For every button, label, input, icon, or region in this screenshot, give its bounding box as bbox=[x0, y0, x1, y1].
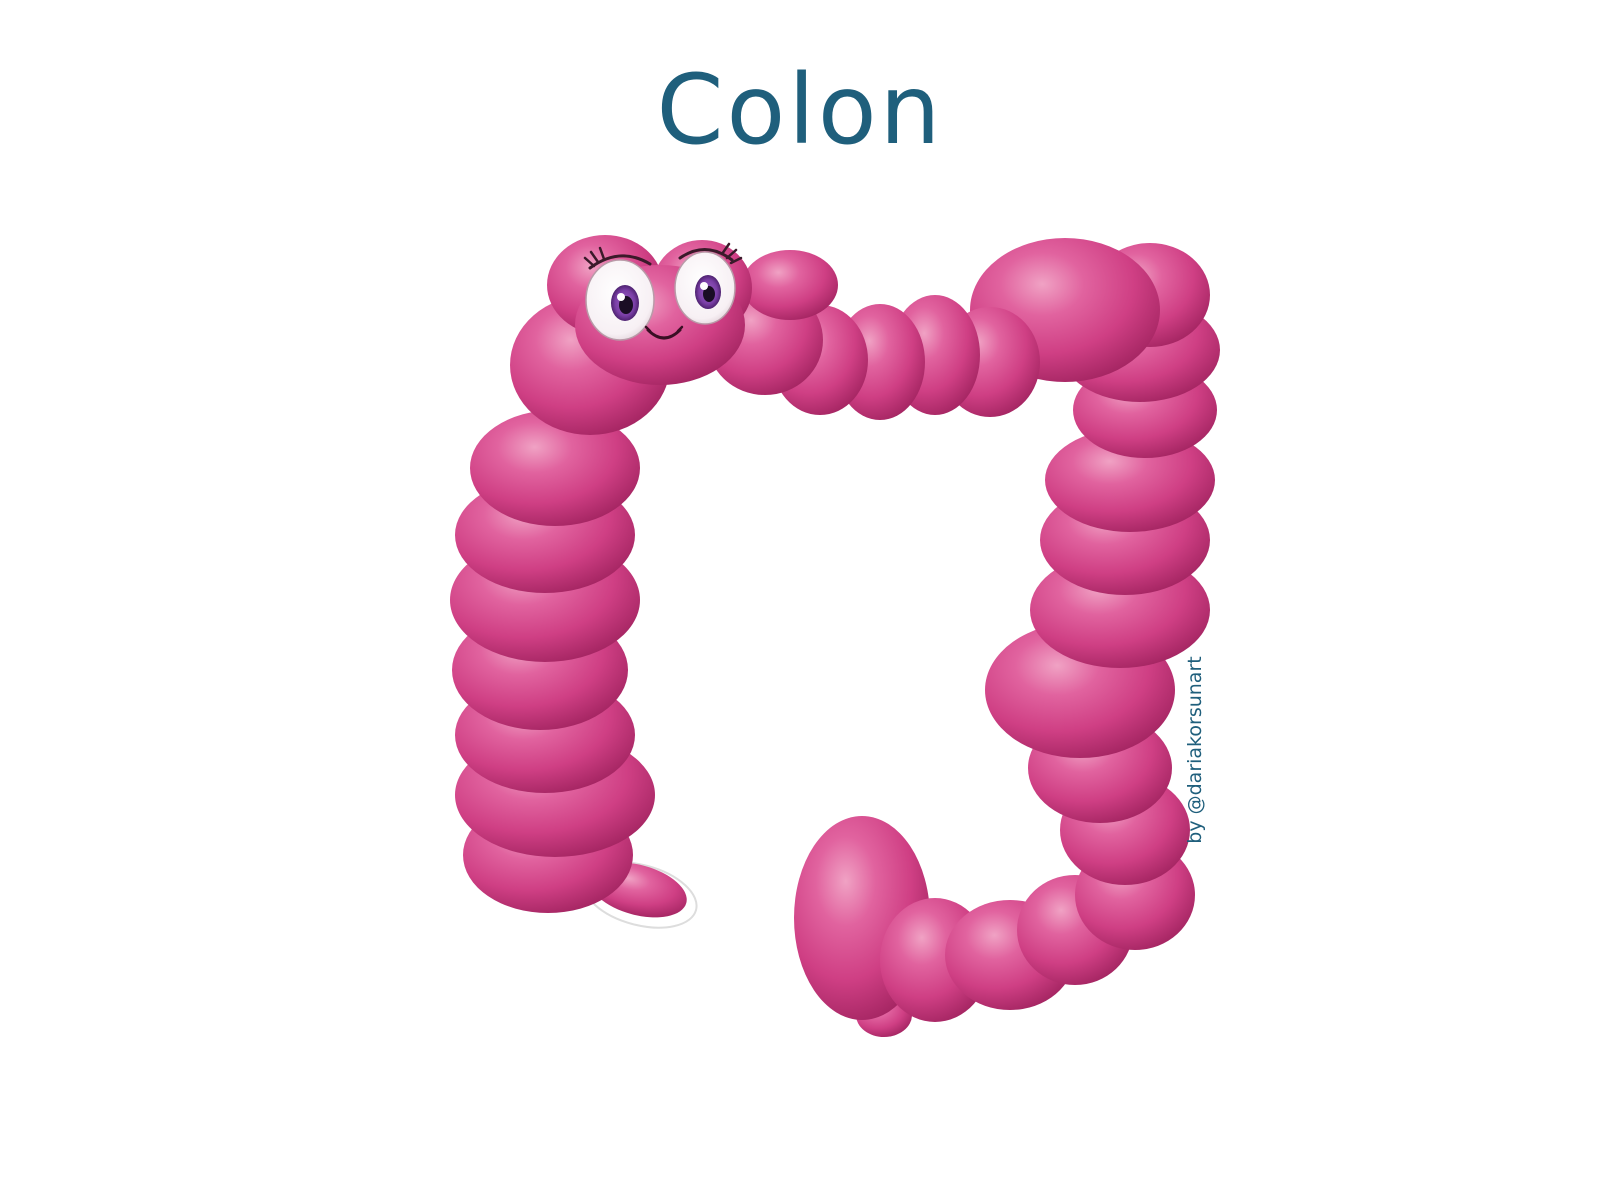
cecum-segment bbox=[794, 816, 1133, 1037]
ascending-colon bbox=[985, 428, 1215, 950]
page-title: Colon bbox=[656, 54, 944, 166]
descending-colon bbox=[450, 410, 655, 913]
smile-mouth bbox=[646, 328, 682, 340]
left-eye-icon bbox=[583, 246, 655, 341]
artist-credit-text: by @dariakorsunart bbox=[1184, 656, 1206, 844]
face bbox=[583, 242, 743, 341]
transverse-colon bbox=[707, 250, 1040, 420]
right-eye-icon bbox=[674, 242, 743, 325]
